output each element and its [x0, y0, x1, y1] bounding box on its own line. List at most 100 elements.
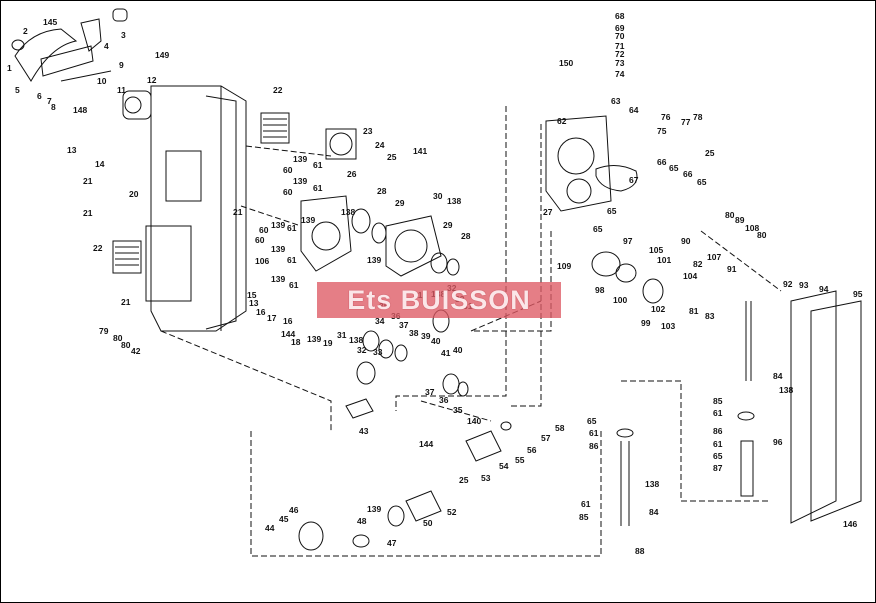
part-label-32: 32 — [357, 345, 367, 355]
part-label-138: 138 — [779, 385, 793, 395]
part-label-148: 148 — [73, 105, 87, 115]
part-label-139: 139 — [293, 176, 307, 186]
part-label-21: 21 — [83, 208, 93, 218]
part-label-25: 25 — [459, 475, 469, 485]
part-label-84: 84 — [649, 507, 659, 517]
part-label-66: 66 — [683, 169, 693, 179]
part-label-3: 3 — [121, 30, 126, 40]
part-label-38: 38 — [409, 328, 419, 338]
part-label-65: 65 — [713, 451, 723, 461]
part-label-86: 86 — [713, 426, 723, 436]
part-label-53: 53 — [481, 473, 491, 483]
part-label-2: 2 — [23, 26, 28, 36]
part-label-65: 65 — [593, 224, 603, 234]
part-label-42: 42 — [131, 346, 141, 356]
part-label-57: 57 — [541, 433, 551, 443]
part-label-4: 4 — [104, 41, 109, 51]
part-label-72: 72 — [615, 49, 625, 59]
part-label-75: 75 — [657, 126, 667, 136]
part-label-146: 146 — [843, 519, 857, 529]
part-label-43: 43 — [359, 426, 369, 436]
part-label-106: 106 — [255, 256, 269, 266]
part-label-36: 36 — [439, 395, 449, 405]
part-label-19: 19 — [323, 338, 333, 348]
part-label-21: 21 — [83, 176, 93, 186]
part-label-11: 11 — [117, 85, 126, 95]
part-label-29: 29 — [395, 198, 405, 208]
part-label-138: 138 — [645, 479, 659, 489]
part-label-5: 5 — [15, 85, 20, 95]
part-label-37: 37 — [399, 320, 409, 330]
part-label-55: 55 — [515, 455, 525, 465]
part-label-107: 107 — [707, 252, 721, 262]
part-label-74: 74 — [615, 69, 625, 79]
part-label-99: 99 — [641, 318, 651, 328]
part-label-48: 48 — [357, 516, 367, 526]
part-label-139: 139 — [367, 504, 381, 514]
part-label-104: 104 — [683, 271, 697, 281]
part-label-65: 65 — [697, 177, 707, 187]
part-label-80: 80 — [757, 230, 767, 240]
part-label-87: 87 — [713, 463, 723, 473]
part-label-139: 139 — [301, 215, 315, 225]
part-label-73: 73 — [615, 58, 625, 68]
part-label-34: 34 — [375, 316, 385, 326]
part-label-144: 144 — [419, 439, 433, 449]
part-label-27: 27 — [543, 207, 553, 217]
part-label-62: 62 — [557, 116, 567, 126]
part-label-7: 7 — [47, 96, 52, 106]
part-label-97: 97 — [623, 236, 633, 246]
part-label-103: 103 — [661, 321, 675, 331]
part-label-61: 61 — [589, 428, 599, 438]
part-label-22: 22 — [93, 243, 103, 253]
part-label-22: 22 — [273, 85, 283, 95]
part-label-31: 31 — [337, 330, 347, 340]
part-label-149: 149 — [155, 50, 169, 60]
part-label-10: 10 — [97, 76, 107, 86]
part-label-90: 90 — [681, 236, 691, 246]
part-label-96: 96 — [773, 437, 783, 447]
part-label-69: 69 — [615, 23, 625, 33]
part-label-138: 138 — [349, 335, 363, 345]
part-label-17: 17 — [267, 313, 277, 323]
part-label-81: 81 — [689, 306, 699, 316]
part-label-61: 61 — [287, 255, 297, 265]
part-label-23: 23 — [363, 126, 373, 136]
part-label-18: 18 — [291, 337, 301, 347]
part-label-9: 9 — [119, 60, 124, 70]
part-label-58: 58 — [555, 423, 565, 433]
part-label-44: 44 — [265, 523, 275, 533]
part-label-109: 109 — [557, 261, 571, 271]
part-label-139: 139 — [293, 154, 307, 164]
part-label-35: 35 — [453, 405, 463, 415]
part-label-13: 13 — [67, 145, 77, 155]
part-label-14: 14 — [95, 159, 105, 169]
part-label-84: 84 — [773, 371, 783, 381]
part-label-60: 60 — [283, 187, 293, 197]
part-label-21: 21 — [121, 297, 131, 307]
part-label-83: 83 — [705, 311, 715, 321]
part-label-6: 6 — [37, 91, 42, 101]
part-label-139: 139 — [271, 274, 285, 284]
part-label-54: 54 — [499, 461, 509, 471]
part-label-88: 88 — [635, 546, 645, 556]
part-label-68: 68 — [615, 11, 625, 21]
part-label-86: 86 — [589, 441, 599, 451]
part-label-76: 76 — [661, 112, 671, 122]
part-label-25: 25 — [705, 148, 715, 158]
part-label-60: 60 — [283, 165, 293, 175]
part-label-40: 40 — [453, 345, 463, 355]
part-label-47: 47 — [387, 538, 397, 548]
part-label-61: 61 — [713, 408, 723, 418]
part-label-100: 100 — [613, 295, 627, 305]
part-label-98: 98 — [595, 285, 605, 295]
part-label-46: 46 — [289, 505, 299, 515]
part-label-16: 16 — [283, 316, 293, 326]
part-label-16: 16 — [256, 307, 266, 317]
part-label-21: 21 — [233, 207, 243, 217]
part-label-1: 1 — [7, 63, 12, 73]
part-label-64: 64 — [629, 105, 639, 115]
part-label-65: 65 — [669, 163, 679, 173]
